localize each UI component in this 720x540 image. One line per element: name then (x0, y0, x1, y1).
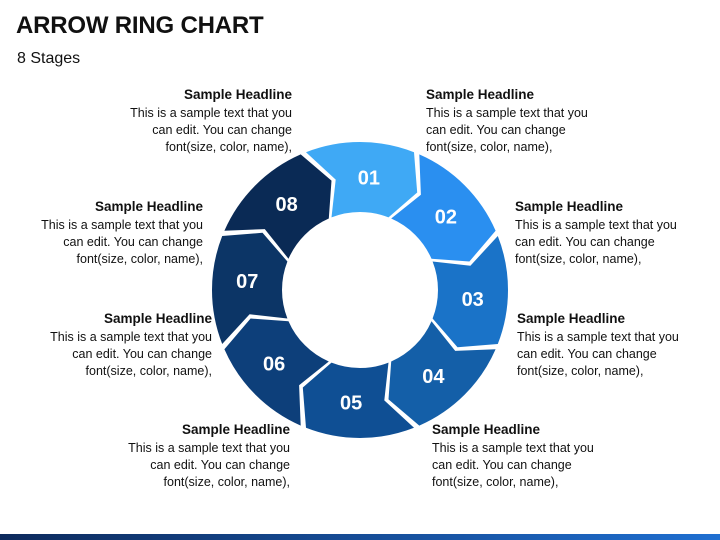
page-title: ARROW RING CHART (16, 12, 264, 39)
stage-07-text: Sample Headline This is a sample text th… (32, 310, 212, 380)
stage-08-body: This is a sample text that you can edit.… (41, 218, 203, 266)
stage-number-07: 07 (236, 271, 258, 293)
stage-04-body: This is a sample text that you can edit.… (517, 330, 679, 378)
ring-segment-08 (224, 154, 332, 259)
stage-number-03: 03 (462, 289, 484, 311)
stage-05-text: Sample Headline This is a sample text th… (432, 421, 612, 491)
stage-05-body: This is a sample text that you can edit.… (432, 441, 594, 489)
stage-02-body: This is a sample text that you can edit.… (426, 106, 588, 154)
ring-segment-01 (306, 141, 418, 218)
stage-04-headline: Sample Headline (517, 311, 626, 326)
stage-03-text: Sample Headline This is a sample text th… (515, 198, 695, 268)
stage-07-body: This is a sample text that you can edit.… (50, 330, 212, 378)
stage-number-05: 05 (340, 393, 362, 415)
ring-segment-05 (302, 362, 414, 439)
stage-number-06: 06 (263, 353, 285, 375)
stage-number-08: 08 (275, 194, 297, 216)
ring-segment-03 (432, 236, 509, 348)
stage-08-text: Sample Headline This is a sample text th… (23, 198, 203, 268)
ring-segment-04 (388, 321, 496, 426)
stage-06-text: Sample Headline This is a sample text th… (110, 421, 290, 491)
stage-08-headline: Sample Headline (94, 199, 203, 214)
stage-number-01: 01 (358, 167, 380, 189)
stage-06-body: This is a sample text that you can edit.… (128, 441, 290, 489)
stage-03-headline: Sample Headline (515, 199, 624, 214)
stage-02-text: Sample Headline This is a sample text th… (426, 86, 606, 156)
ring-segment-06 (224, 318, 329, 426)
stage-04-text: Sample Headline This is a sample text th… (517, 310, 697, 380)
stage-01-headline: Sample Headline (183, 87, 292, 102)
stage-02-headline: Sample Headline (426, 87, 535, 102)
stage-number-02: 02 (435, 207, 457, 229)
stage-01-text: Sample Headline This is a sample text th… (112, 86, 292, 156)
stage-07-headline: Sample Headline (103, 311, 212, 326)
stage-number-04: 04 (422, 366, 445, 388)
stage-01-body: This is a sample text that you can edit.… (130, 106, 292, 154)
page-subtitle: 8 Stages (17, 50, 81, 67)
bottom-accent-bar (0, 534, 720, 540)
stage-03-body: This is a sample text that you can edit.… (515, 218, 677, 266)
stage-06-headline: Sample Headline (181, 422, 290, 437)
ring-segment-02 (391, 154, 496, 262)
ring-segment-07 (211, 232, 288, 344)
stage-05-headline: Sample Headline (432, 422, 541, 437)
